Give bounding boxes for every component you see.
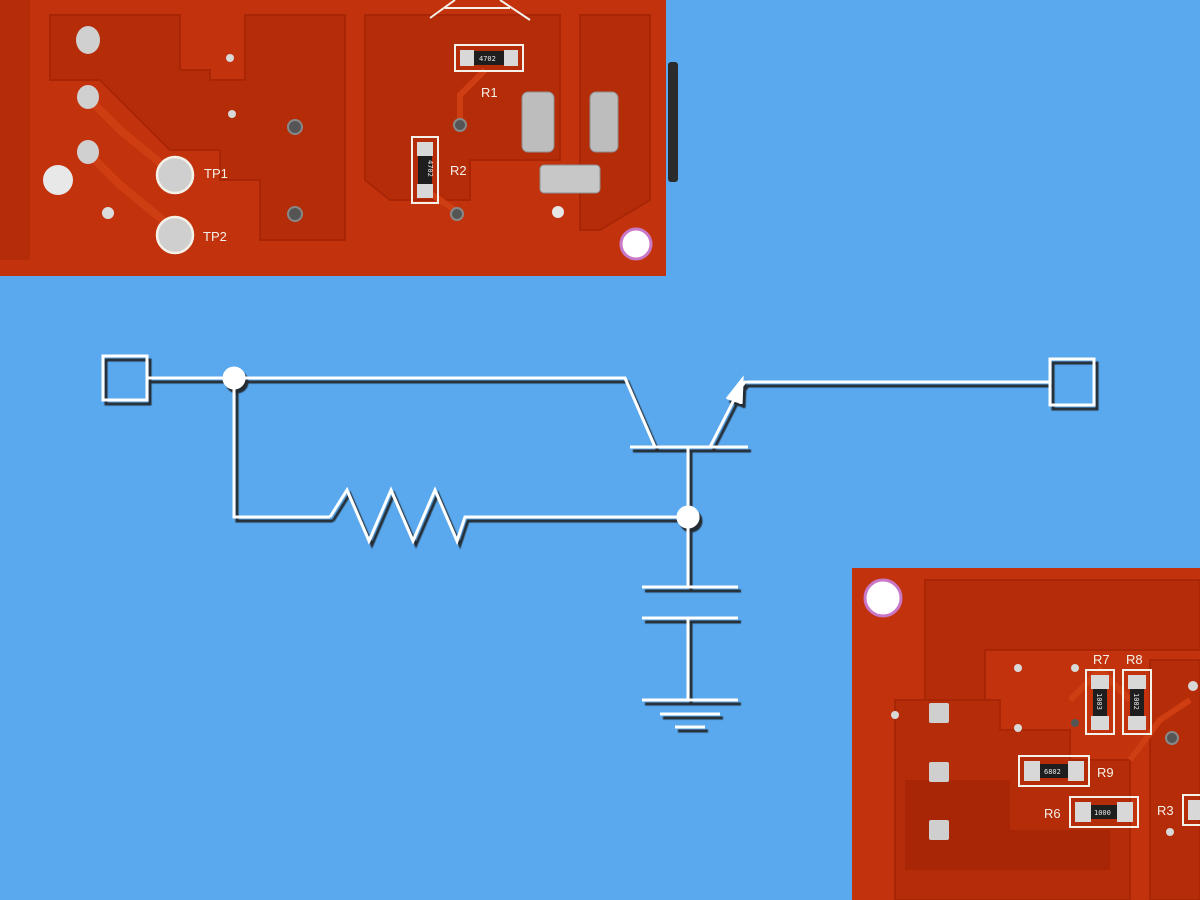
wire-top-rail <box>147 376 657 448</box>
pcb-board-top-left: 4702 R1 4702 R2 TP1 TP2 <box>0 0 678 276</box>
r6-code: 1000 <box>1094 809 1111 817</box>
pcb-board-bottom-right: 1003 1002 R7 R8 6802 R9 1000 R6 <box>852 568 1200 900</box>
label-r7: R7 <box>1093 652 1110 667</box>
r1-code: 4702 <box>479 55 496 63</box>
schematic <box>101 354 1096 729</box>
r9-code: 6802 <box>1044 768 1061 776</box>
resistor-r7: 1003 <box>1085 669 1115 735</box>
logo-icon <box>429 0 531 21</box>
capacitor <box>642 585 738 620</box>
resistor-r1: 4702 <box>454 44 524 72</box>
input-terminal[interactable] <box>101 354 149 402</box>
resistor-r8: 1002 <box>1122 669 1152 735</box>
label-tp1: TP1 <box>204 166 228 181</box>
ground-icon <box>642 698 738 729</box>
output-terminal[interactable] <box>1048 357 1096 407</box>
label-r1: R1 <box>481 85 498 100</box>
pad-icon <box>76 26 100 54</box>
resistor <box>328 486 688 546</box>
label-tp2: TP2 <box>203 229 227 244</box>
junction-node <box>676 505 700 529</box>
resistor-r3 <box>1182 794 1200 826</box>
resistor-r9: 6802 <box>1018 755 1090 787</box>
label-r3: R3 <box>1157 803 1174 818</box>
resistor-r2: 4702 <box>411 136 439 204</box>
wire-emitter <box>708 380 1050 448</box>
r8-code: 1002 <box>1132 693 1140 710</box>
label-r9: R9 <box>1097 765 1114 780</box>
r7-code: 1003 <box>1095 693 1103 710</box>
label-r6: R6 <box>1044 806 1061 821</box>
test-point-icon <box>155 215 195 255</box>
wire-left-branch <box>232 378 330 519</box>
r2-code: 4702 <box>426 160 434 177</box>
label-r8: R8 <box>1126 652 1143 667</box>
label-r2: R2 <box>450 163 467 178</box>
test-point-icon <box>155 155 195 195</box>
resistor-r6: 1000 <box>1069 796 1139 828</box>
emitter-arrow-icon <box>725 375 744 405</box>
junction-node <box>222 366 246 390</box>
